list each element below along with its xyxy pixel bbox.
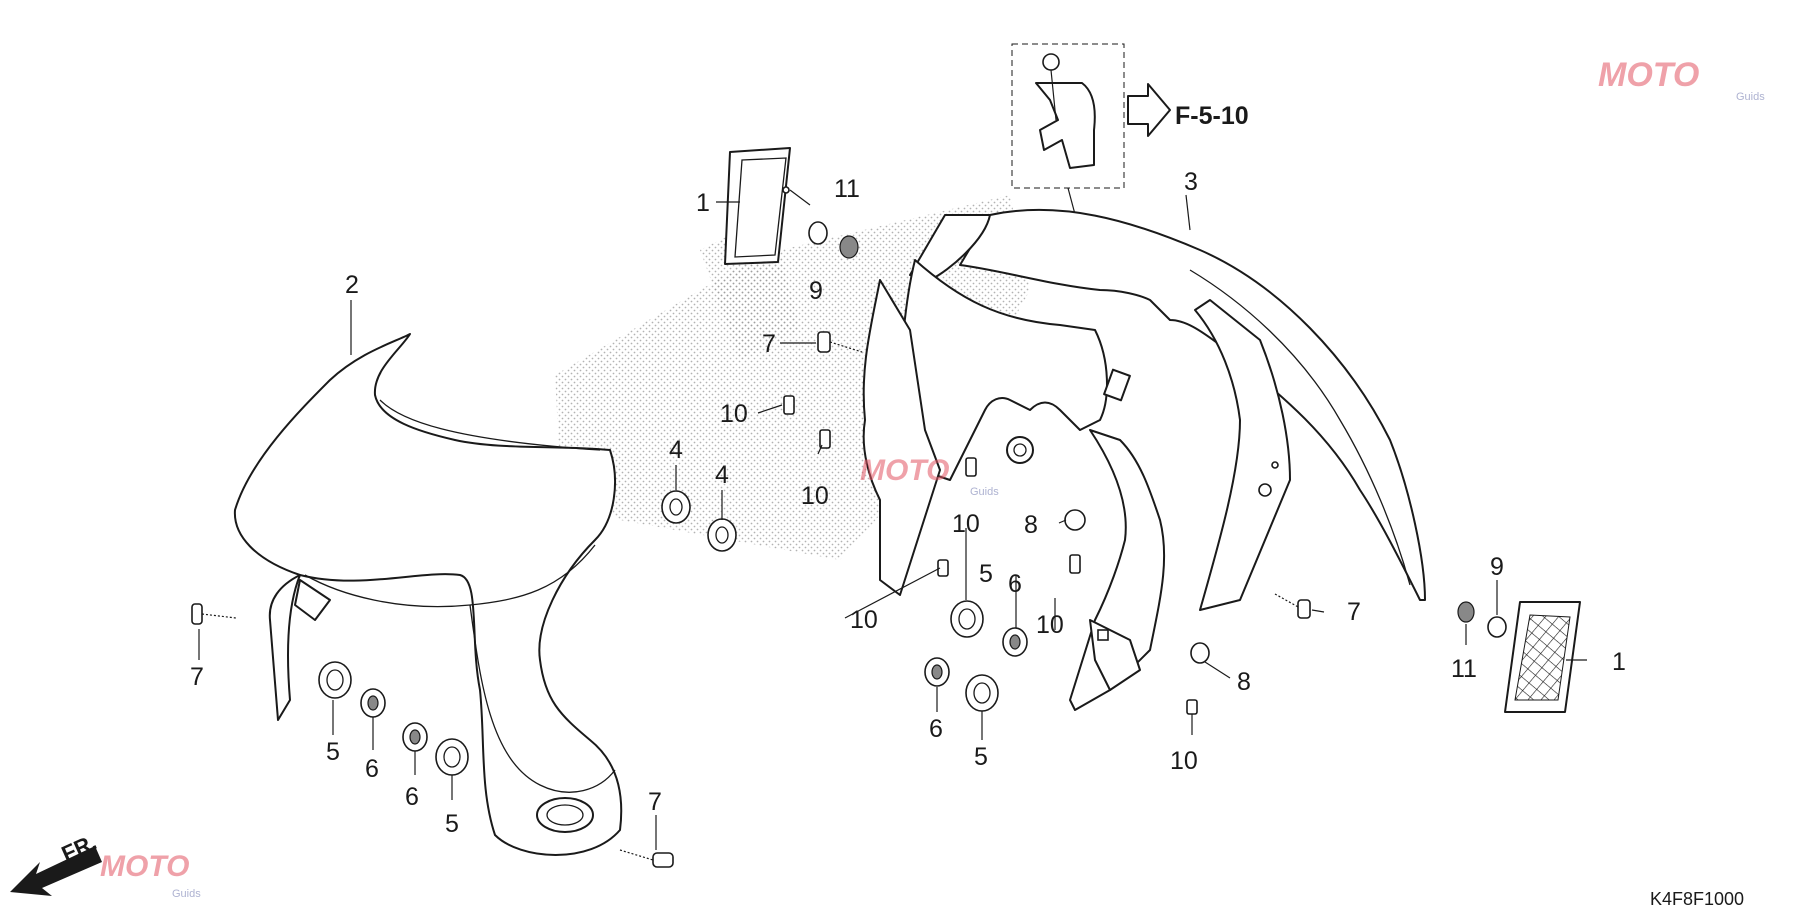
collar-6-b: [402, 722, 428, 752]
callout-1-upper: 1: [696, 189, 710, 217]
callout-2: 2: [345, 271, 359, 299]
collar-6-d: [924, 657, 950, 687]
callout-10-b: 10: [801, 482, 829, 510]
bolt-7-bottom: [619, 849, 674, 868]
screw-10-d: [937, 559, 949, 577]
callout-6-c: 6: [1008, 570, 1022, 598]
collar-9-upper: [808, 221, 828, 245]
screw-10-f: [1186, 699, 1198, 715]
callout-11-lower: 11: [1451, 655, 1477, 683]
watermark-logo: MOTO Guids MOTO Guids MOTO Guids: [100, 56, 1765, 900]
screw-10-b: [819, 429, 831, 449]
grommet-4-a: [661, 490, 691, 524]
callout-5-a: 5: [326, 738, 340, 766]
callout-7-bottom: 7: [648, 788, 662, 816]
screw-10-a: [783, 395, 795, 415]
screw-10-c: [965, 457, 977, 477]
callout-7-left: 7: [190, 663, 204, 691]
bolt-7-right: [1274, 593, 1311, 619]
watermark-sub: Guids: [1736, 91, 1765, 103]
part-2-front-cover: [233, 333, 623, 856]
callout-11-upper: 11: [834, 175, 860, 203]
callout-5-b: 5: [445, 810, 459, 838]
callout-4-a: 4: [669, 436, 683, 464]
callout-4-b: 4: [715, 461, 729, 489]
callout-10-d: 10: [850, 606, 878, 634]
washer-11-upper: [839, 235, 859, 259]
callout-8-b: 8: [1237, 668, 1251, 696]
leader-lines: [198, 189, 1587, 850]
grommet-5-a: [318, 661, 352, 699]
washer-11-lower: [1457, 601, 1475, 623]
bolt-7-upper: [817, 331, 863, 353]
watermark-sub-bottom: Guids: [172, 888, 201, 900]
part-1-reflector-lower: [1504, 601, 1581, 713]
reference-inset: F-5-10: [1011, 43, 1249, 219]
callout-6-b: 6: [405, 783, 419, 811]
front-arrow-icon: [10, 846, 102, 896]
callout-5-c: 5: [979, 560, 993, 588]
callout-7-upper: 7: [762, 330, 776, 358]
callout-10-a: 10: [720, 400, 748, 428]
callout-9-upper: 9: [809, 277, 823, 305]
callout-10-f: 10: [1170, 747, 1198, 775]
part-1-reflector-upper: [724, 147, 791, 265]
nut-8-b: [1190, 642, 1210, 664]
reference-label: F-5-10: [1175, 102, 1249, 130]
callout-10-c: 10: [952, 510, 980, 538]
nut-8-a: [1064, 509, 1086, 531]
diagram-code: K4F8F1000: [1650, 889, 1744, 909]
callout-labels: 1 1 2 3 4 4 5 5 5 5 6 6 6 6 7 7 7 7 8 8 …: [190, 168, 1626, 838]
callout-1-lower: 1: [1612, 648, 1626, 676]
watermark-brand: MOTO: [1598, 56, 1699, 94]
callout-3: 3: [1184, 168, 1198, 196]
collar-6-a: [360, 688, 386, 718]
callout-6-d: 6: [929, 715, 943, 743]
bolt-7-left: [191, 603, 237, 625]
collar-6-c: [1002, 627, 1028, 657]
callout-9-lower: 9: [1490, 553, 1504, 581]
callout-7-right: 7: [1347, 598, 1361, 626]
callout-10-e: 10: [1036, 611, 1064, 639]
callout-8-a: 8: [1024, 511, 1038, 539]
grommet-5-d: [965, 674, 999, 712]
grommet-5-c: [950, 600, 984, 638]
screw-10-e: [1069, 554, 1081, 574]
part-3-rear-fender: [862, 208, 1426, 711]
watermark-brand-bottom: MOTO: [100, 850, 189, 883]
callout-6-a: 6: [365, 755, 379, 783]
collar-9-lower: [1487, 616, 1507, 638]
grommet-4-b: [707, 518, 737, 552]
watermark-sub-center: Guids: [970, 486, 999, 498]
grommet-5-b: [435, 738, 469, 776]
callout-5-d: 5: [974, 743, 988, 771]
watermark-brand-center: MOTO: [860, 454, 949, 487]
reference-arrow-icon: [1127, 83, 1171, 137]
front-direction-marker: FR.: [10, 829, 102, 896]
